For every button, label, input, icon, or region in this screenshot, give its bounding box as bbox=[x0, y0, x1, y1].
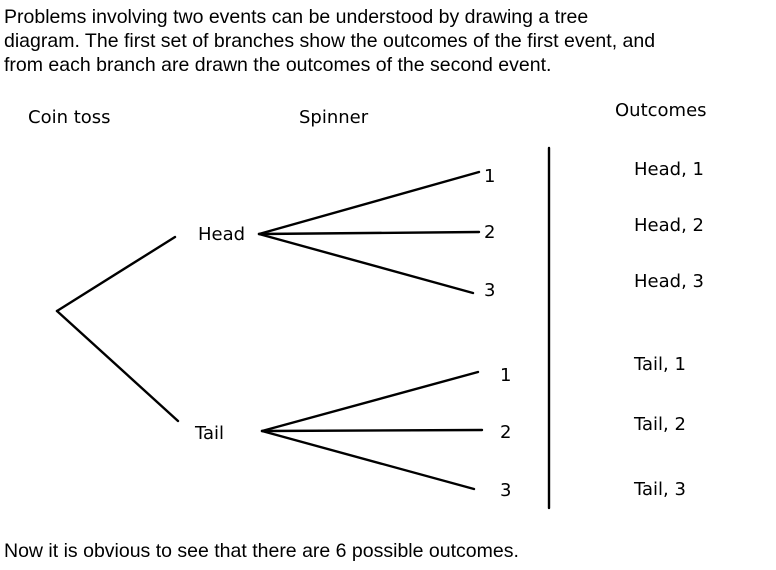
intro-line: Problems involving two events can be und… bbox=[4, 6, 589, 28]
outcome-head-1: Head, 1 bbox=[634, 159, 704, 180]
branch-head-3 bbox=[257, 232, 475, 295]
label-tail-spinner-3: 3 bbox=[500, 480, 511, 501]
header-spinner: Spinner bbox=[299, 107, 369, 128]
branch-head-1 bbox=[257, 170, 481, 236]
label-head-spinner-1: 1 bbox=[484, 166, 495, 187]
intro-paragraph: Problems involving two events can be und… bbox=[4, 5, 774, 77]
header-coin-toss: Coin toss bbox=[28, 107, 111, 128]
label-tail-spinner-1: 1 bbox=[500, 365, 511, 386]
header-outcomes: Outcomes bbox=[615, 100, 707, 121]
branch-root-tail bbox=[55, 309, 180, 423]
label-head-spinner-3: 3 bbox=[484, 280, 495, 301]
label-head: Head bbox=[198, 224, 245, 245]
branch-head-2 bbox=[257, 230, 481, 236]
label-tail: Tail bbox=[194, 423, 224, 444]
branch-tail-1 bbox=[260, 370, 480, 433]
branch-tail-3 bbox=[260, 429, 476, 491]
outcome-tail-2: Tail, 2 bbox=[633, 414, 686, 435]
branch-root-head bbox=[55, 235, 177, 313]
intro-line: from each branch are drawn the outcomes … bbox=[4, 54, 552, 76]
outcome-head-2: Head, 2 bbox=[634, 215, 704, 236]
intro-line: diagram. The first set of branches show … bbox=[4, 30, 656, 52]
label-tail-spinner-2: 2 bbox=[500, 422, 511, 443]
branch-tail-2 bbox=[260, 428, 484, 433]
outcome-head-3: Head, 3 bbox=[634, 271, 704, 292]
outcome-tail-3: Tail, 3 bbox=[633, 479, 686, 500]
label-head-spinner-2: 2 bbox=[484, 222, 495, 243]
conclusion-text: Now it is obvious to see that there are … bbox=[4, 540, 519, 562]
outcome-tail-1: Tail, 1 bbox=[633, 354, 686, 375]
